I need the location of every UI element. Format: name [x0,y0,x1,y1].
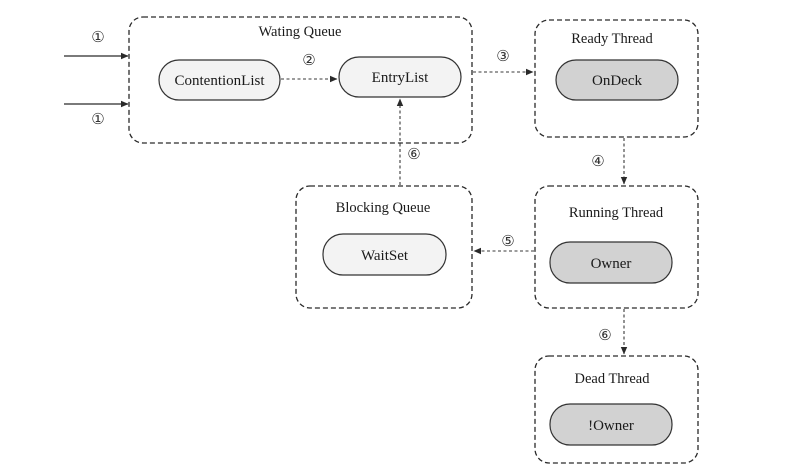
ready-thread-group: Ready Thread [534,19,699,138]
step-marker-entry-to-ondeck: ③ [496,47,509,65]
waiting-queue-title: Wating Queue [259,24,342,40]
not-owner-node: !Owner [549,403,673,446]
running-thread-group: Running Thread [534,185,699,309]
step-marker-enter-bottom: ① [91,110,104,128]
on-deck-pill [555,59,679,101]
step-marker-waitset-to-entry: ⑥ [407,145,420,163]
blocking-queue-group: Blocking Queue [295,185,473,309]
step-marker-contention-to-entry: ② [302,51,315,69]
waiting-queue-group: Wating Queue [128,16,473,144]
on-deck-node: OnDeck [555,59,679,101]
contention-list-pill [158,59,281,101]
contention-list-label: ContentionList [175,73,266,89]
dead-thread-group: Dead Thread [534,355,699,464]
running-thread-box [534,185,699,309]
owner-pill [549,241,673,284]
entry-list-pill [338,56,462,98]
entry-list-label: EntryList [372,70,429,86]
not-owner-label: !Owner [588,418,634,434]
step-marker-owner-to-dead: ⑥ [598,326,611,344]
dead-thread-box [534,355,699,464]
step-marker-ondeck-to-owner: ④ [591,152,604,170]
wait-set-pill [322,233,447,276]
step-marker-enter-top: ① [91,28,104,46]
dead-thread-title: Dead Thread [574,371,650,387]
on-deck-label: OnDeck [592,73,642,89]
wait-set-label: WaitSet [361,248,409,264]
step-marker-owner-to-waitset: ⑤ [501,232,514,250]
owner-node: Owner [549,241,673,284]
waiting-queue-box [128,16,473,144]
owner-label: Owner [591,256,632,272]
ready-thread-title: Ready Thread [571,31,653,47]
entry-list-node: EntryList [338,56,462,98]
ready-thread-box [534,19,699,138]
blocking-queue-box [295,185,473,309]
running-thread-title: Running Thread [569,205,664,221]
wait-set-node: WaitSet [322,233,447,276]
blocking-queue-title: Blocking Queue [336,200,431,216]
not-owner-pill [549,403,673,446]
contention-list-node: ContentionList [158,59,281,101]
